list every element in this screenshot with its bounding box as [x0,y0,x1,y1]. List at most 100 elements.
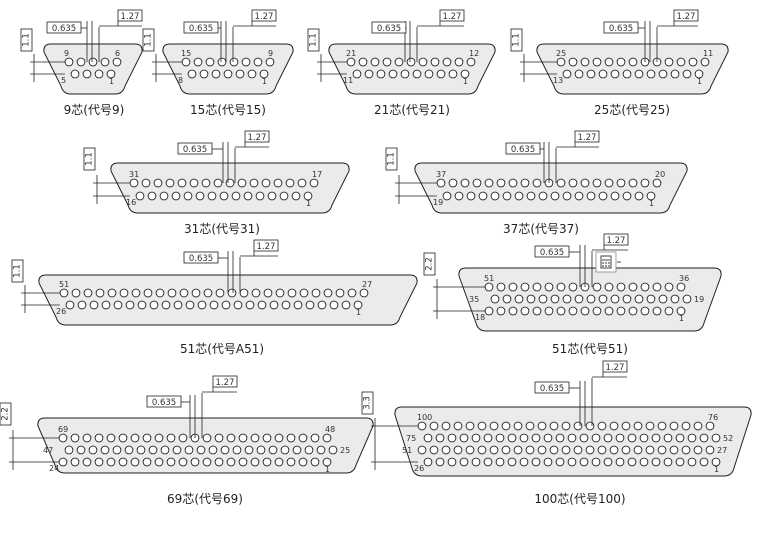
pin [645,445,655,455]
pin [514,294,524,304]
pin [574,69,584,79]
pin [591,457,601,467]
row-pitch-label: 1.1 [85,152,95,166]
pin [604,282,614,292]
pitch-small-label: 0.635 [540,384,564,394]
pin [190,457,200,467]
pin [423,457,433,467]
pin [675,457,685,467]
pin [244,445,254,455]
pin-label-bottom-left: 19 [433,198,443,207]
pin [705,445,715,455]
pitch-large-label: 1.27 [248,133,267,143]
pin-label-top-right: 76 [708,413,718,422]
pin [538,191,548,201]
pin [454,191,464,201]
pin [610,69,620,79]
connector-shell [162,43,294,95]
pin [508,282,518,292]
pin [471,433,481,443]
pin [101,300,111,310]
pin [226,457,236,467]
pin [137,300,147,310]
pin [592,178,602,188]
pin [525,421,535,431]
pin [161,300,171,310]
pin-label-top-left: 69 [58,425,68,434]
pin-label-bottom-left: 13 [553,76,563,85]
pin [526,191,536,201]
pin [489,445,499,455]
pin-label-bottom-right: 1 [714,465,719,474]
calculator-icon[interactable] [595,251,621,273]
pin [423,433,433,443]
pin [322,457,332,467]
pin [448,69,458,79]
pin [627,457,637,467]
pin [561,445,571,455]
pin [142,433,152,443]
pin [185,300,195,310]
pin-label-mid2-right: 27 [717,446,727,455]
connector-caption: 69芯(代号69) [167,492,243,506]
pin [263,288,273,298]
pin [262,433,272,443]
pin [118,433,128,443]
pin [317,300,327,310]
pin [687,457,697,467]
pin [100,57,110,67]
pin [235,69,245,79]
pin [65,300,75,310]
pin [394,57,404,67]
pin [359,288,369,298]
pin [299,288,309,298]
pin [220,445,230,455]
pin [646,294,656,304]
pin [64,57,74,67]
pin [507,457,517,467]
pin [544,306,554,316]
pin [435,433,445,443]
pin [556,306,566,316]
pin [358,57,368,67]
pin [165,178,175,188]
pin-label-bottom-right: 1 [109,77,114,86]
pin-label-bottom-right: 1 [463,77,468,86]
pin [287,288,297,298]
pin [191,288,201,298]
pin [598,294,608,304]
pin [579,457,589,467]
pin [639,457,649,467]
connector-caption: 51芯(代号A51) [180,342,264,356]
pin [328,445,338,455]
pin [664,57,674,67]
pin [119,288,129,298]
pin [669,421,679,431]
pin [207,191,217,201]
pin [58,457,68,467]
pin [574,294,584,304]
pin [646,69,656,79]
row-pitch-label: 2.2 [1,407,11,421]
pin [424,69,434,79]
pin [280,445,290,455]
pin [520,178,530,188]
pin-label-bottom-right: 1 [325,465,330,474]
pin [388,69,398,79]
pin [495,433,505,443]
pin [597,445,607,455]
pin [699,457,709,467]
pin [203,288,213,298]
pin [124,445,134,455]
pin [417,445,427,455]
pin [231,191,241,201]
pin-label-top-right: 9 [268,49,273,58]
pin [297,178,307,188]
pin [520,306,530,316]
pin [711,433,721,443]
connector-caption: 37芯(代号37) [503,222,579,236]
pin [225,178,235,188]
